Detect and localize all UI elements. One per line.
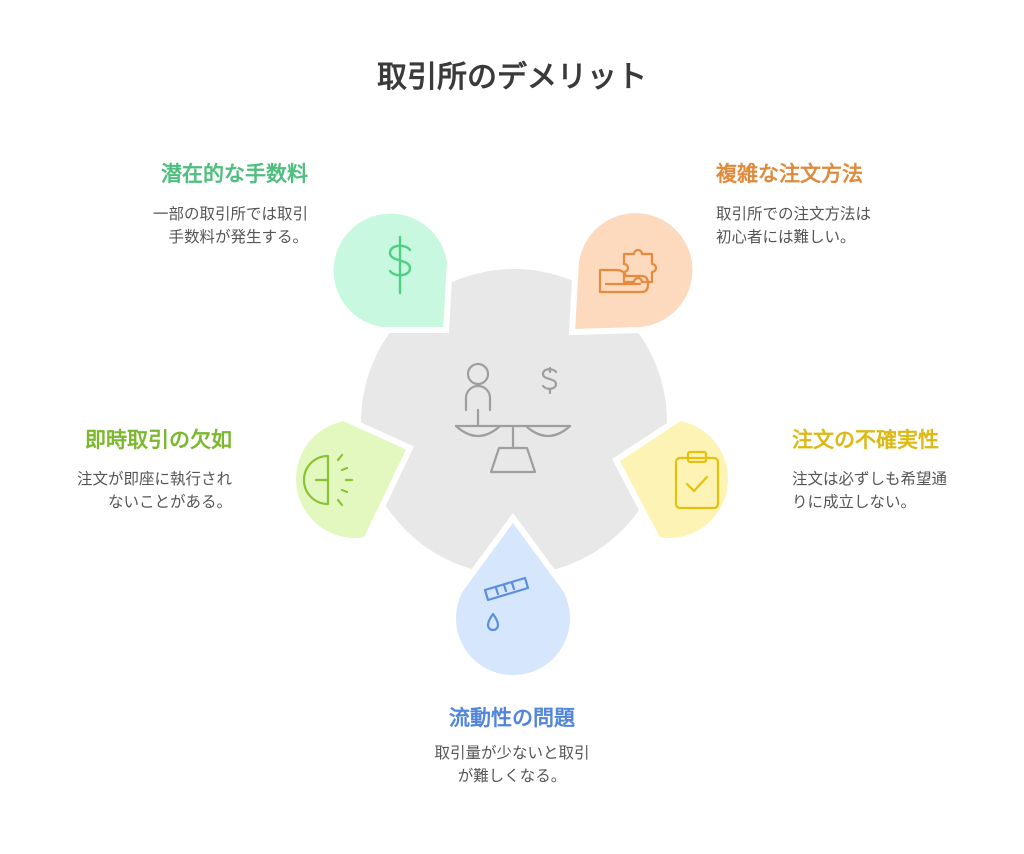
half-clock-icon: [302, 453, 354, 507]
puzzle-hand-icon: [598, 248, 658, 294]
clipboard-check-icon: [674, 450, 720, 510]
description-no-instant: 注文が即座に執行され ないことがある。: [20, 468, 232, 514]
description-no-instant-line-2: ないことがある。: [107, 493, 232, 511]
description-fees-line-1: 一部の取引所では取引: [152, 205, 308, 223]
description-fees: 一部の取引所では取引 手数料が発生する。: [60, 203, 308, 249]
person-balance-dollar-icon: [454, 362, 572, 474]
disadvantage-fees-node: [327, 207, 454, 333]
description-complex-orders-line-1: 取引所での注文方法は: [716, 205, 872, 223]
page-title: 取引所のデメリット: [377, 60, 647, 95]
disadvantage-complex-orders-node: [568, 207, 699, 336]
description-liquidity-line-2: が難しくなる。: [457, 767, 567, 785]
heading-fees: 潜在的な手数料: [161, 162, 308, 186]
disadvantage-uncertainty-node: [612, 414, 734, 544]
heading-liquidity: 流動性の問題: [449, 706, 575, 730]
description-uncertainty-line-1: 注文は必ずしも希望通: [792, 470, 948, 488]
disadvantage-no-instant-node: [290, 414, 415, 544]
description-complex-orders-line-2: 初心者には難しい。: [716, 228, 856, 246]
description-no-instant-line-1: 注文が即座に執行され: [76, 470, 232, 488]
description-uncertainty-line-2: りに成立しない。: [792, 493, 917, 511]
dollar-icon: [388, 235, 412, 295]
description-liquidity: 取引量が少ないと取引 が難しくなる。: [362, 742, 662, 788]
description-liquidity-line-1: 取引量が少ないと取引: [434, 744, 590, 762]
description-complex-orders: 取引所での注文方法は 初心者には難しい。: [716, 203, 871, 249]
test-tube-icon: [483, 576, 530, 632]
center-disc: [361, 269, 667, 575]
heading-complex-orders: 複雑な注文方法: [716, 162, 863, 186]
heading-uncertainty: 注文の不確実性: [792, 428, 939, 452]
heading-no-instant: 即時取引の欠如: [85, 428, 232, 452]
description-uncertainty: 注文は必ずしも希望通 りに成立しない。: [792, 468, 947, 514]
description-fees-line-2: 手数料が発生する。: [168, 228, 308, 246]
disadvantage-liquidity-node: [450, 512, 576, 682]
